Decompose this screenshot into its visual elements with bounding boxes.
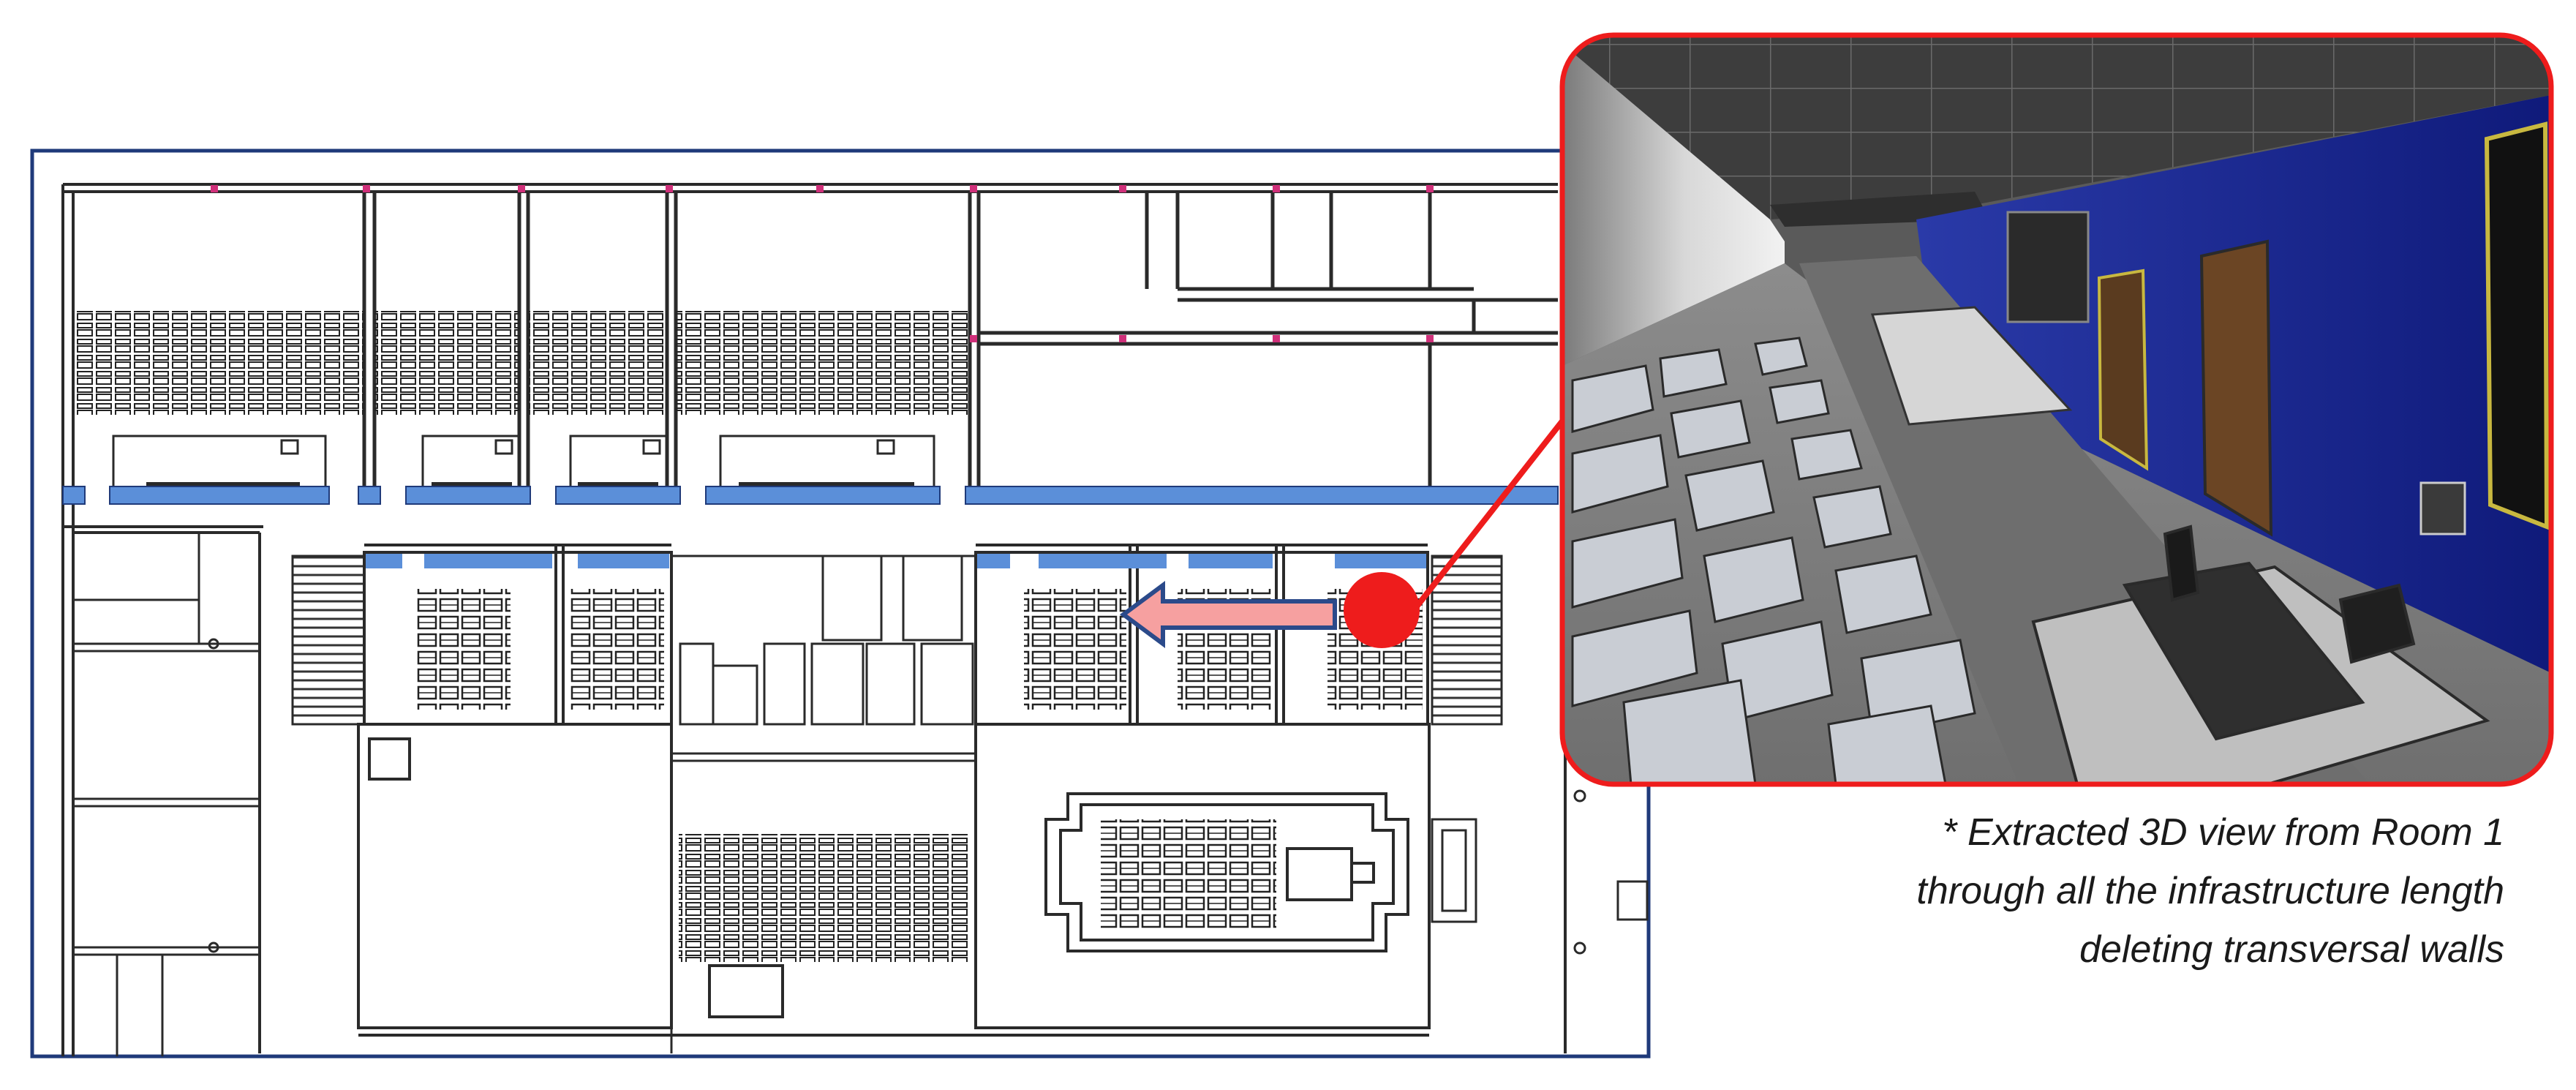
middle-right-blue [977,554,1426,568]
conference-room [1044,792,1409,952]
3d-desk-rows [1571,337,1976,784]
right-exits [1431,789,1649,955]
red-dot-marker [1344,572,1420,648]
left-office-rooms [72,531,260,1056]
3d-view-callout [1562,35,2551,784]
caption-line-3: deleting transversal walls [2079,928,2504,971]
callout-connector [1409,413,1570,616]
lower-center-seating [679,834,970,962]
caption-text: * Extracted 3D view from Room 1 through … [1627,803,2504,979]
conference-seating [1101,819,1276,929]
right-stair [1431,555,1503,726]
corridor-band [62,486,1559,505]
middle-left-blue [366,554,669,568]
lower-rooms [357,723,1431,1037]
left-arrow [1119,581,1337,648]
middle-left-seating [415,589,664,710]
caption-line-1: * Extracted 3D view from Room 1 [1942,811,2504,854]
3d-teacher-desk [2031,525,2490,784]
floor-plan [30,149,1651,1059]
column-marks [211,185,1434,342]
left-stair [291,555,366,726]
3d-view-border [1559,32,2554,787]
caption-line-2: through all the infrastructure length [1916,870,2504,912]
top-seating-blocks [73,311,970,415]
